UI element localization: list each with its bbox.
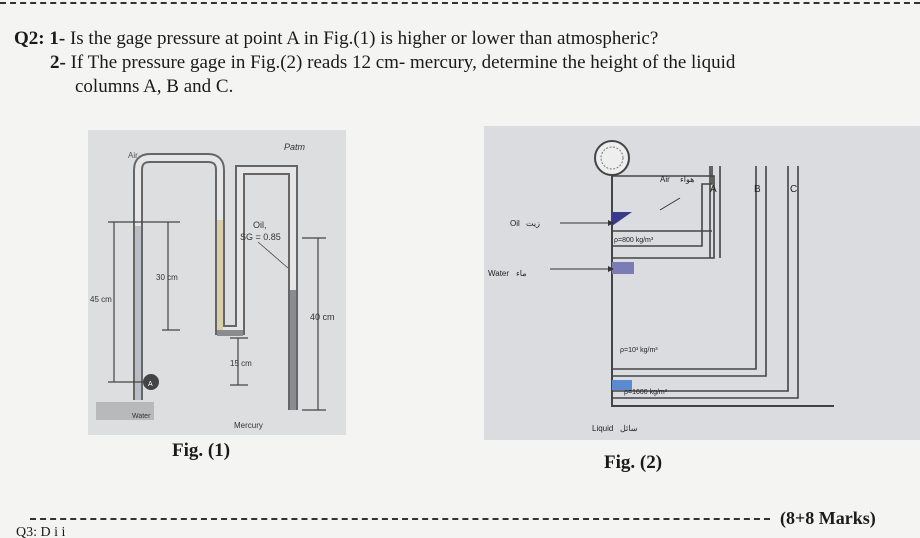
mercury-column [217,330,243,336]
question-line-2: 2- If The pressure gage in Fig.(2) reads… [50,52,735,74]
label-air: Air [128,151,138,160]
question-1-text: Is the gage pressure at point A in Fig.(… [69,28,659,49]
label-water-ar: ماء [516,269,526,278]
gauge-dial [600,146,624,170]
liquid-interface-marker [612,380,632,390]
tube-c-right [612,166,799,399]
label-col-b: B [754,184,761,195]
tube-b-right [612,166,767,377]
water-column [135,226,141,400]
tube-a-connector [612,166,713,247]
top-divider [0,2,920,4]
tube-b-wall [612,166,757,370]
label-rho-water: ρ=10³ kg/m³ [620,347,658,354]
figure-1-caption: Fig. (1) [172,440,231,461]
question-number: Q2: 1- [14,28,66,49]
question-2-text: If The pressure gage in Fig.(2) reads 12… [70,52,736,73]
label-liquid-ar: سائل [620,424,638,433]
label-air: Air [660,175,670,184]
label-mercury: Mercury [234,421,263,430]
oil-interface-marker [612,212,632,226]
label-patm: Patm [284,142,306,152]
label-point-a: A [148,381,153,388]
figure-2: Air هواء A B C Oil زيت ρ=800 kg/m³ Water… [484,126,920,440]
mercury-right-column [290,290,296,410]
question-3-text: columns A, B and C. [75,76,234,97]
question-line-3: columns A, B and C. [75,76,233,98]
label-liquid: Liquid [592,424,613,433]
label-water: Water [132,413,151,420]
u-tube-outer [133,153,298,410]
label-air-ar: هواء [680,175,694,184]
oil-arrowhead [608,220,614,226]
label-rho-liquid: ρ=1600 kg/m³ [624,389,668,396]
point-a-marker [143,374,159,390]
bottom-divider [30,518,770,520]
label-45cm: 45 cm [90,295,112,304]
figure-2-caption: Fig. (2) [604,452,663,473]
figure-1: Air Patm Oil, SG = 0.85 30 cm 45 cm 40 c… [88,130,346,435]
water-arrowhead [608,266,614,272]
question-line-1: Q2: 1- Is the gage pressure at point A i… [14,28,658,50]
oil-column [217,220,223,330]
label-oil: Oil, [253,220,267,230]
tube-c-wall [612,166,789,392]
marks-label: (8+8 Marks) [780,508,876,528]
oil-leader [257,241,289,269]
label-rho-oil: ρ=800 kg/m³ [614,237,654,244]
label-oil: Oil [510,219,520,228]
sub-question-number: 2- [50,52,66,73]
tank-upper [612,175,715,259]
water-interface-marker [612,262,634,274]
label-col-a: A [710,184,717,195]
label-sg: SG = 0.85 [240,232,281,242]
footer-fragment: Q3: D i i [16,526,66,538]
label-30cm: 30 cm [156,273,178,282]
pressure-gauge-icon [594,140,630,176]
water-base [96,402,154,420]
label-water: Water [488,269,509,278]
label-40cm: 40 cm [310,312,335,322]
label-15cm: 15 cm [230,359,252,368]
air-arrow [659,197,681,211]
figure-1-diagram: Air Patm Oil, SG = 0.85 30 cm 45 cm 40 c… [90,142,335,430]
figure-2-diagram: Air هواء A B C Oil زيت ρ=800 kg/m³ Water… [488,140,834,433]
label-oil-ar: زيت [526,219,540,228]
label-col-c: C [790,184,797,195]
